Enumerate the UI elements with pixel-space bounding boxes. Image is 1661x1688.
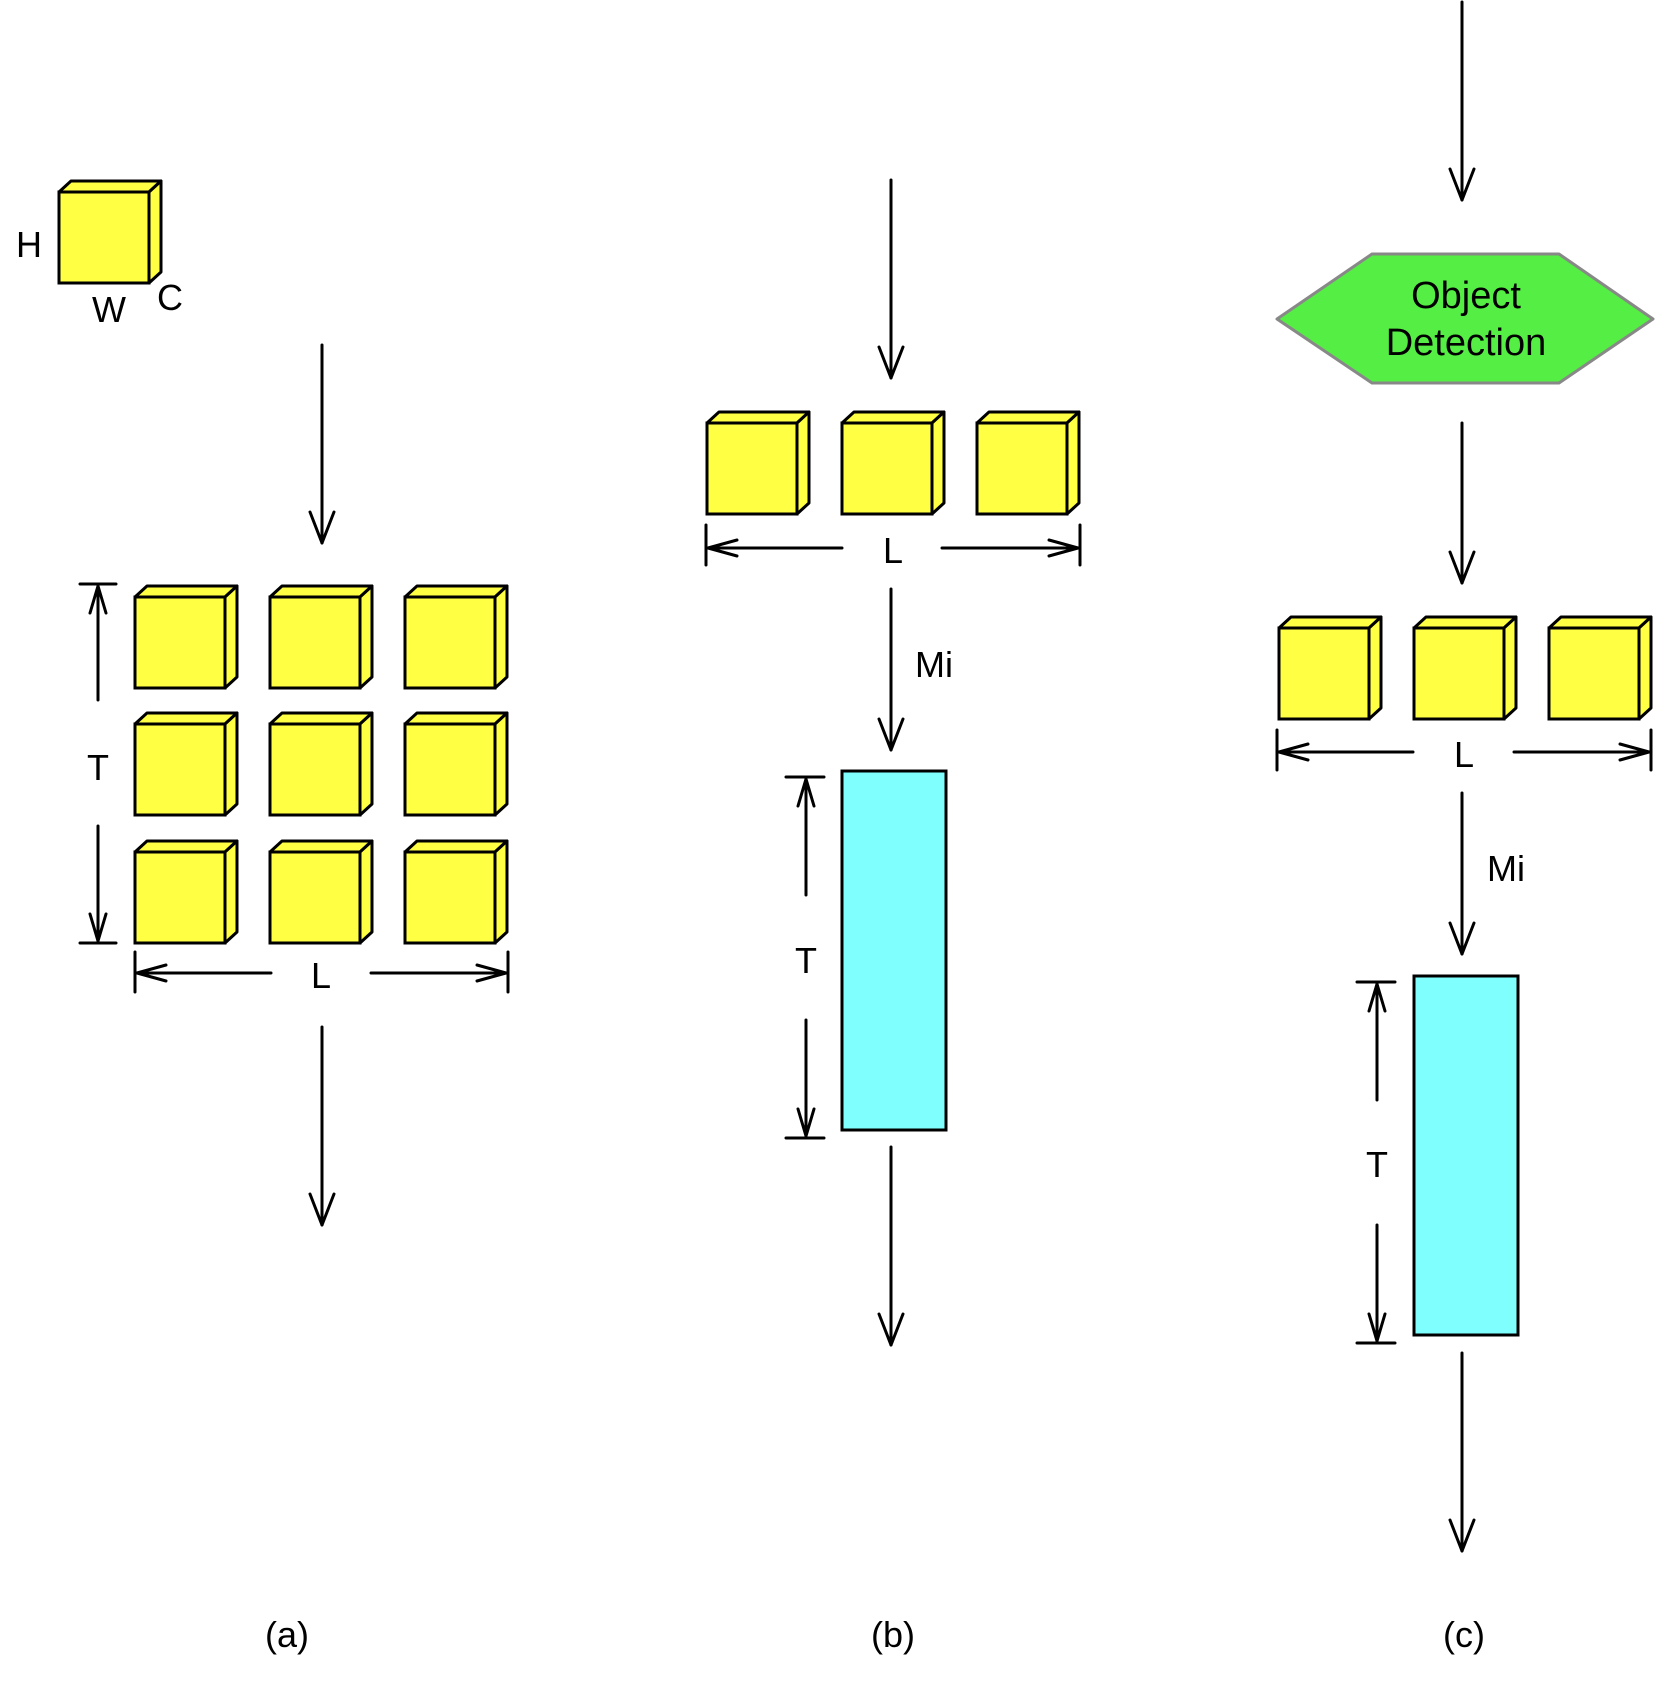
object-detection-label-line1: Object xyxy=(1411,275,1521,317)
cube xyxy=(1547,615,1653,721)
cube xyxy=(975,410,1081,516)
cube xyxy=(133,711,239,817)
cube xyxy=(1277,615,1383,721)
cube xyxy=(705,410,811,516)
cube xyxy=(840,410,946,516)
legend-c-label: C xyxy=(157,277,183,318)
panel-b-input-arrow xyxy=(877,178,905,380)
panel-b-l-label: L xyxy=(883,530,903,571)
object-detection-node: Object Detection xyxy=(1275,252,1655,385)
panel-c-mi-arrow xyxy=(1448,791,1476,956)
panel-b-l-dimension xyxy=(704,523,1082,567)
panel-a-output-arrow xyxy=(308,1025,336,1227)
legend-cube xyxy=(57,179,163,285)
panel-c xyxy=(1275,0,1653,1553)
legend-w-label: W xyxy=(92,289,126,330)
cube xyxy=(133,584,239,690)
panel-b-output-arrow xyxy=(877,1145,905,1347)
panel-a-l-dimension xyxy=(133,950,510,994)
panel-b-mi-arrow xyxy=(877,587,905,752)
panel-c-detection-arrow xyxy=(1448,421,1476,585)
cube xyxy=(403,839,509,945)
legend-h-label: H xyxy=(16,224,42,265)
panel-a-t-dimension xyxy=(78,582,118,945)
panel-c-l-dimension xyxy=(1275,728,1653,772)
panel-b-t-dimension xyxy=(784,775,826,1140)
cube xyxy=(133,839,239,945)
cube xyxy=(268,711,374,817)
panel-c-t-dimension xyxy=(1355,980,1397,1345)
panel-c-caption: (c) xyxy=(1443,1614,1485,1655)
panel-a xyxy=(78,343,510,1227)
panel-b-mi-label: Mi xyxy=(915,644,953,685)
panel-a-cube-grid xyxy=(133,584,509,945)
legend: H W C xyxy=(16,179,183,330)
cube xyxy=(403,711,509,817)
panel-c-input-arrow xyxy=(1448,0,1476,202)
panel-c-cube-row xyxy=(1277,615,1653,721)
cube xyxy=(1412,615,1518,721)
panel-c-l-label: L xyxy=(1454,734,1474,775)
panel-b xyxy=(704,178,1082,1347)
panel-a-input-arrow xyxy=(308,343,336,545)
panel-b-caption: (b) xyxy=(871,1614,915,1655)
panel-b-cube-row xyxy=(705,410,1081,516)
cube xyxy=(268,839,374,945)
panel-b-feature-block xyxy=(840,769,948,1132)
panel-c-t-label: T xyxy=(1366,1144,1388,1185)
panel-b-t-label: T xyxy=(795,940,817,981)
panel-a-l-label: L xyxy=(311,955,331,996)
panel-a-caption: (a) xyxy=(265,1614,309,1655)
cube xyxy=(403,584,509,690)
object-detection-hexagon xyxy=(1275,252,1655,385)
panel-c-output-arrow xyxy=(1448,1351,1476,1553)
panel-c-mi-label: Mi xyxy=(1487,848,1525,889)
panel-a-t-label: T xyxy=(87,747,109,788)
panel-c-feature-block xyxy=(1412,974,1520,1337)
object-detection-label-line2: Detection xyxy=(1386,322,1547,364)
cube xyxy=(268,584,374,690)
